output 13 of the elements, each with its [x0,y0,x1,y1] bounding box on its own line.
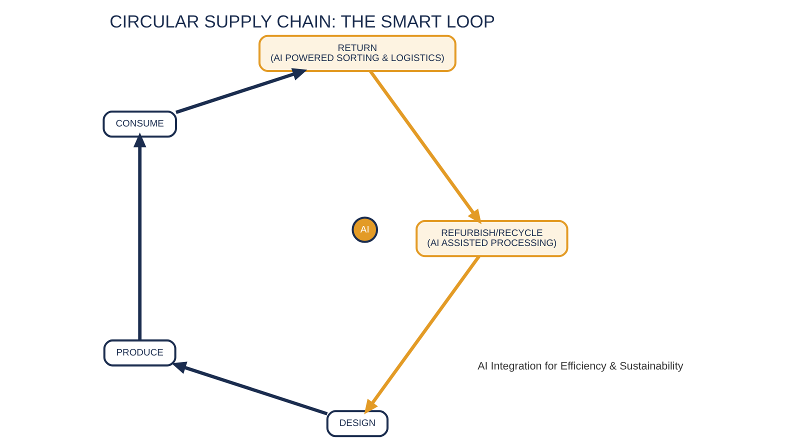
node-box: REFURBISH/RECYCLE (AI ASSISTED PROCESSING) [415,220,568,258]
label: AI [360,224,369,236]
arrow [132,132,146,340]
diagram-title: CIRCULAR SUPPLY CHAIN: THE SMART LOOP [109,12,495,32]
node-box: DESIGN [326,410,388,438]
arrow [364,255,480,414]
label: AI Integration for Efficiency & Sustainability [477,360,683,372]
node-box: RETURN (AI POWERED SORTING & LOGISTICS) [258,34,456,72]
node-box: PRODUCE [102,339,176,366]
arrow [368,70,482,224]
arrow [175,68,307,114]
node-box: CONSUME [102,110,176,138]
arrow [170,362,328,416]
